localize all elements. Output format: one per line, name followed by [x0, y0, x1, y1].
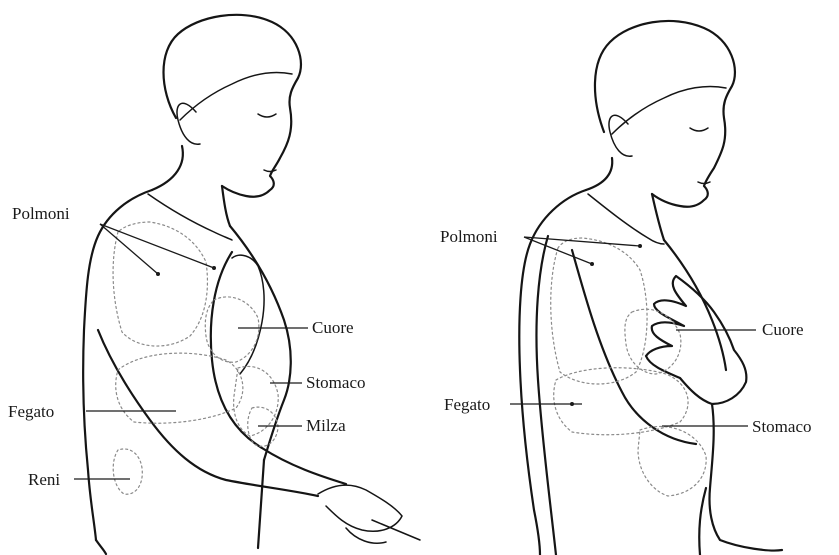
right-liver-organ [554, 368, 688, 435]
left-collar [148, 194, 232, 240]
right-arm-upper [572, 250, 696, 444]
right-dot-lungs-b [638, 244, 642, 248]
left-kidney-organ [113, 449, 142, 494]
right-dot-lungs-a [590, 262, 594, 266]
left-back-outline [83, 190, 152, 540]
left-liver-organ [116, 353, 243, 423]
left-hand-on-chest [232, 255, 264, 374]
left-neck-front [222, 186, 230, 226]
left-mouth [264, 170, 276, 172]
left-neck-back [152, 146, 183, 190]
left-label-kidneys: Reni [28, 470, 60, 489]
left-arm-outer [98, 330, 318, 496]
left-eye [258, 114, 276, 117]
left-lung-organ [113, 222, 207, 346]
left-dot-lungs-a [156, 272, 160, 276]
right-head-outline [595, 21, 735, 207]
right-lung-organ [551, 238, 647, 384]
right-neck-back [586, 158, 612, 190]
left-leader-lungs-b [100, 224, 214, 268]
right-label-heart: Cuore [762, 320, 804, 339]
right-hairline [612, 86, 726, 134]
left-dot-lungs-b [212, 266, 216, 270]
right-label-stomach: Stomaco [752, 417, 812, 436]
left-leader-lungs-a [100, 224, 158, 274]
right-mouth [698, 182, 710, 184]
left-label-heart: Cuore [312, 318, 354, 337]
right-eye [690, 128, 708, 131]
left-label-liver: Fegato [8, 402, 54, 421]
left-head-outline [164, 15, 301, 197]
left-arm-inner [211, 252, 346, 484]
left-lower-body [96, 460, 264, 554]
right-label-liver: Fegato [444, 395, 490, 414]
right-chest-outline [664, 240, 726, 370]
right-lower-body [699, 488, 706, 555]
right-dot-liver [570, 402, 574, 406]
right-back-inner [536, 236, 556, 555]
left-hairline [180, 72, 292, 120]
right-hand-on-chest [646, 276, 746, 404]
right-figure: Polmoni Cuore Fegato Stomaco [440, 21, 812, 555]
left-label-stomach: Stomaco [306, 373, 366, 392]
left-figure: Polmoni Cuore Stomaco Fegato Milza Reni [8, 15, 420, 554]
left-hand-lower [318, 485, 402, 531]
right-ear [609, 115, 632, 156]
left-label-lungs: Polmoni [12, 204, 70, 223]
left-label-spleen: Milza [306, 416, 346, 435]
left-hand-fingers [346, 520, 420, 543]
left-ear [177, 103, 200, 144]
right-label-lungs: Polmoni [440, 227, 498, 246]
